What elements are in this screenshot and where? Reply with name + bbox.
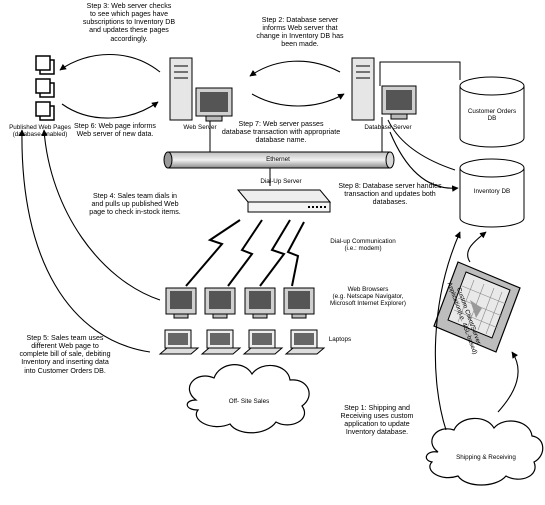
- step-2-text: Step 2: Database server informs Web serv…: [256, 16, 344, 49]
- step-1-text: Step 1: Shipping and Receiving uses cust…: [340, 404, 414, 437]
- shipping-receiving-label: Shipping & Receiving: [456, 454, 516, 461]
- step-7-text: Step 7: Web server passes database trans…: [221, 120, 341, 145]
- flow-arrows: [18, 54, 519, 431]
- ethernet-bus: [163, 151, 395, 169]
- dialup-communication-label: Dial-up Communication (i.e.: modem): [330, 238, 396, 253]
- inventory-db-icon: [459, 158, 525, 228]
- step-3-text: Step 3: Web server checks to see which p…: [82, 2, 176, 43]
- laptops-label: Laptops: [328, 336, 352, 343]
- connections: [209, 61, 461, 186]
- customer-orders-db-icon: [459, 76, 525, 148]
- web-server-label: Web Server: [183, 124, 217, 131]
- web-browsers-label: Web Browsers (e.g. Netscape Navigator, M…: [330, 286, 406, 308]
- dialup-server-icon: [236, 189, 332, 213]
- offsite-sales-cloud: [186, 364, 310, 434]
- step-4-text: Step 4: Sales team dials in and pulls up…: [89, 192, 181, 217]
- offsite-sales-label: Off- Site Sales: [228, 398, 270, 405]
- custom-application-icon: [433, 261, 521, 353]
- laptops-icons: [158, 329, 326, 355]
- browser-monitors: [165, 287, 315, 319]
- web-server-icon: [169, 57, 233, 122]
- ethernet-label: Ethernet: [266, 156, 290, 163]
- shipping-receiving-cloud: [425, 417, 544, 486]
- step-6-text: Step 6: Web page informs Web server of n…: [74, 122, 156, 139]
- customer-orders-db-label: Customer Orders DB: [467, 108, 517, 123]
- step-5-text: Step 5: Sales team uses different Web pa…: [19, 334, 111, 375]
- published-pages-icon: [35, 55, 55, 121]
- modem-lightning: [185, 219, 305, 287]
- inventory-db-label: Inventory DB: [473, 188, 511, 195]
- database-server-icon: [351, 57, 417, 121]
- published-pages-label: Published Web Pages (database-enabled): [9, 124, 71, 139]
- step-8-text: Step 8: Database server handles transact…: [338, 182, 442, 207]
- database-server-label: Database Server: [364, 124, 412, 131]
- dialup-server-label: Dial-Up Server: [260, 178, 302, 185]
